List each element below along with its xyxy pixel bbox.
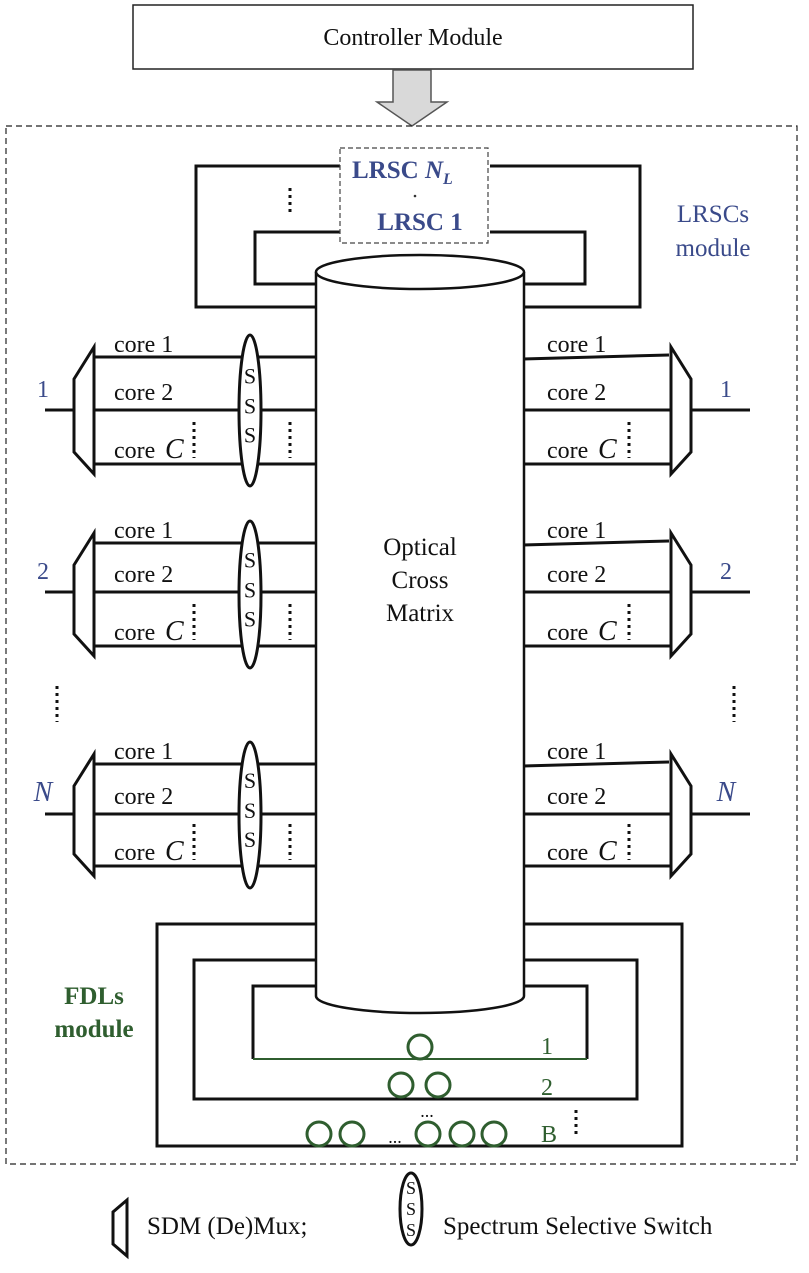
left-port-label: 1 bbox=[37, 377, 49, 403]
fdl-ellipsis-top: ... bbox=[420, 1101, 434, 1121]
fdl-row-label-b: B bbox=[541, 1122, 557, 1148]
sss-switch bbox=[237, 333, 263, 488]
sss-letter: S bbox=[244, 394, 256, 419]
legend-mux-label: SDM (De)Mux; bbox=[147, 1213, 307, 1240]
sss-letter: S bbox=[244, 578, 256, 603]
fdl-row-label-2: 2 bbox=[541, 1075, 553, 1101]
right-core-1-label: core 1 bbox=[547, 332, 606, 358]
left-core-c-var: C bbox=[165, 434, 184, 465]
fdl-coil bbox=[406, 1033, 434, 1061]
left-core-1-label: core 1 bbox=[114, 332, 173, 358]
right-core-c-var: C bbox=[598, 616, 617, 647]
lrsc-mid-dot bbox=[413, 194, 417, 198]
right-core-1-label: core 1 bbox=[547, 518, 606, 544]
right-core-line bbox=[522, 760, 670, 768]
left-port-label: 2 bbox=[37, 559, 49, 585]
fdl-coil bbox=[338, 1120, 366, 1148]
sss-letter: S bbox=[244, 798, 256, 823]
lrsc-1-label: LRSC 1 bbox=[377, 209, 462, 236]
left-sdm-demux bbox=[72, 748, 96, 880]
fdl-row-label-1: 1 bbox=[541, 1034, 553, 1060]
sss-letter: S bbox=[244, 827, 256, 852]
left-sdm-demux bbox=[72, 341, 96, 478]
controller-arrow bbox=[374, 69, 450, 127]
sss-letter: S bbox=[244, 768, 256, 793]
fdl-coils bbox=[305, 1033, 508, 1148]
fdl-coil bbox=[448, 1120, 476, 1148]
left-port-label: N bbox=[33, 777, 54, 808]
optical-cross-matrix-body bbox=[314, 272, 526, 1015]
fdl-loop-inner-right bbox=[523, 984, 589, 1059]
fdl-coil bbox=[480, 1120, 508, 1148]
right-core-c-label: core bbox=[547, 840, 588, 866]
lrsc-inner-loop bbox=[253, 230, 587, 286]
fdl-module-label-1: FDLs bbox=[64, 983, 124, 1010]
legend-mux-icon bbox=[111, 1196, 129, 1260]
right-port-label: 1 bbox=[720, 377, 732, 403]
controller-module-box bbox=[132, 4, 694, 70]
sss-switch bbox=[237, 740, 263, 890]
matrix-label-2: Cross bbox=[392, 567, 449, 594]
legend-sss-label: Spectrum Selective Switch bbox=[443, 1213, 713, 1240]
right-sdm-mux bbox=[669, 748, 693, 880]
right-sdm-mux bbox=[669, 341, 693, 478]
left-core-2-label: core 2 bbox=[114, 380, 173, 406]
right-core-c-var: C bbox=[598, 434, 617, 465]
fdl-loop-outer bbox=[155, 922, 684, 1148]
right-core-c-label: core bbox=[547, 438, 588, 464]
left-core-1-label: core 1 bbox=[114, 739, 173, 765]
fdl-loop-middle bbox=[192, 958, 639, 1101]
left-core-c-label: core bbox=[114, 438, 155, 464]
fdl-ellipsis-bottom: ... bbox=[388, 1127, 402, 1147]
right-core-line bbox=[522, 539, 670, 547]
legend-sss-letter: S bbox=[406, 1199, 416, 1219]
sss-switch bbox=[237, 519, 263, 670]
right-core-2-label: core 2 bbox=[547, 562, 606, 588]
left-core-c-label: core bbox=[114, 840, 155, 866]
controller-module-label: Controller Module bbox=[323, 25, 502, 51]
lrsc-outer-loop bbox=[194, 164, 642, 309]
right-port-label: 2 bbox=[720, 559, 732, 585]
fdl-module-label-2: module bbox=[54, 1016, 133, 1043]
legend-sss-letter: S bbox=[406, 1220, 416, 1240]
matrix-label-1: Optical bbox=[383, 534, 457, 561]
legend-sss-letter: S bbox=[406, 1178, 416, 1198]
right-core-c-var: C bbox=[598, 836, 617, 867]
fdl-coil bbox=[424, 1071, 452, 1099]
sss-letter: S bbox=[244, 607, 256, 632]
legend-sss-icon bbox=[398, 1171, 424, 1247]
right-core-line bbox=[522, 353, 670, 361]
fdl-coil bbox=[387, 1071, 415, 1099]
left-core-c-label: core bbox=[114, 620, 155, 646]
left-core-2-label: core 2 bbox=[114, 562, 173, 588]
sss-letter: S bbox=[244, 423, 256, 448]
right-core-2-label: core 2 bbox=[547, 380, 606, 406]
right-core-c-label: core bbox=[547, 620, 588, 646]
left-core-1-label: core 1 bbox=[114, 518, 173, 544]
right-port-label: N bbox=[716, 777, 737, 808]
left-sdm-demux bbox=[72, 527, 96, 660]
optical-cross-matrix-top bbox=[314, 253, 526, 291]
right-sdm-mux bbox=[669, 527, 693, 660]
lrsc-module-label-2: module bbox=[676, 235, 751, 262]
lrsc-nl-label: LRSC NL bbox=[352, 157, 453, 188]
right-core-1-label: core 1 bbox=[547, 739, 606, 765]
sss-letter: S bbox=[244, 364, 256, 389]
fdl-loop-inner bbox=[251, 984, 318, 1059]
sss-letter: S bbox=[244, 548, 256, 573]
left-core-c-var: C bbox=[165, 616, 184, 647]
lrsc-module-label-1: LRSCs bbox=[677, 201, 749, 228]
left-core-2-label: core 2 bbox=[114, 784, 173, 810]
left-core-c-var: C bbox=[165, 836, 184, 867]
switch-dashed-frame bbox=[5, 125, 798, 1165]
matrix-label-3: Matrix bbox=[386, 600, 455, 627]
fdl-coil bbox=[414, 1120, 442, 1148]
fdl-coil bbox=[305, 1120, 333, 1148]
right-core-2-label: core 2 bbox=[547, 784, 606, 810]
